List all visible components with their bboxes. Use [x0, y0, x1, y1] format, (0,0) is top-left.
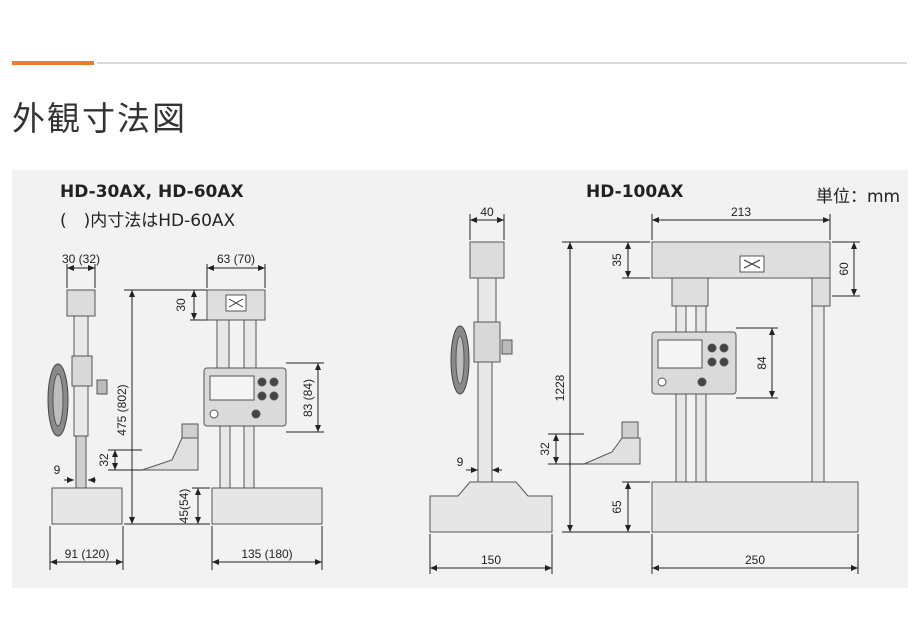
model-b-dim-front-width: 250 — [745, 553, 765, 567]
title-divider-line — [97, 62, 907, 64]
model-a-dim-base-height: 45(54) — [177, 489, 191, 524]
model-a-dim-total-height: 475 (802) — [115, 384, 129, 435]
model-a-note: ( )内寸法はHD-60AX — [60, 211, 236, 231]
model-a-title: HD-30AX, HD-60AX — [60, 182, 244, 202]
model-a-dim-display-height: 83 (84) — [301, 379, 315, 417]
model-a-dim-scriber-width: 9 — [54, 463, 61, 477]
model-b-dim-top-width: 40 — [480, 205, 494, 219]
model-b-dim-right-height: 60 — [837, 262, 851, 276]
model-b-dim-total-height: 1228 — [553, 374, 567, 401]
page-title: 外観寸法図 — [12, 99, 187, 138]
model-b-title: HD-100AX — [586, 182, 684, 202]
unit-label: 単位：mm — [816, 187, 901, 207]
model-a-dimension-lines — [49, 264, 324, 570]
model-b-dim-scriber-width: 9 — [457, 455, 464, 469]
model-b-dim-base-height: 65 — [610, 500, 624, 514]
model-a-dim-front-width: 135 (180) — [241, 547, 292, 561]
model-b-dim-head-width: 213 — [731, 205, 751, 219]
model-a-side-view — [47, 289, 123, 525]
technical-drawing: 30 (32) 63 (70) 30 475 (802) 83 (84) 32 … — [47, 205, 860, 574]
title-accent-line — [12, 61, 94, 65]
model-a-dim-head-width: 63 (70) — [217, 252, 255, 266]
model-a-dim-head-height: 30 — [174, 298, 188, 312]
model-a-dim-top-width: 30 (32) — [62, 252, 100, 266]
model-b-dimension-lines — [429, 214, 860, 574]
model-b-dim-scriber-height: 32 — [538, 442, 552, 456]
model-b-dim-display-height: 84 — [755, 356, 769, 370]
model-a-dim-scriber-height: 32 — [97, 453, 111, 467]
model-b-side-view — [429, 241, 553, 533]
model-b-dim-head-height: 35 — [610, 253, 624, 267]
dimension-drawing-panel: HD-30AX, HD-60AX ( )内寸法はHD-60AX HD-100AX… — [12, 170, 908, 588]
model-a-dim-side-width: 91 (120) — [65, 547, 110, 561]
model-b-front-view — [583, 241, 859, 533]
model-b-dim-side-width: 150 — [481, 553, 501, 567]
model-a-front-view — [141, 289, 323, 525]
